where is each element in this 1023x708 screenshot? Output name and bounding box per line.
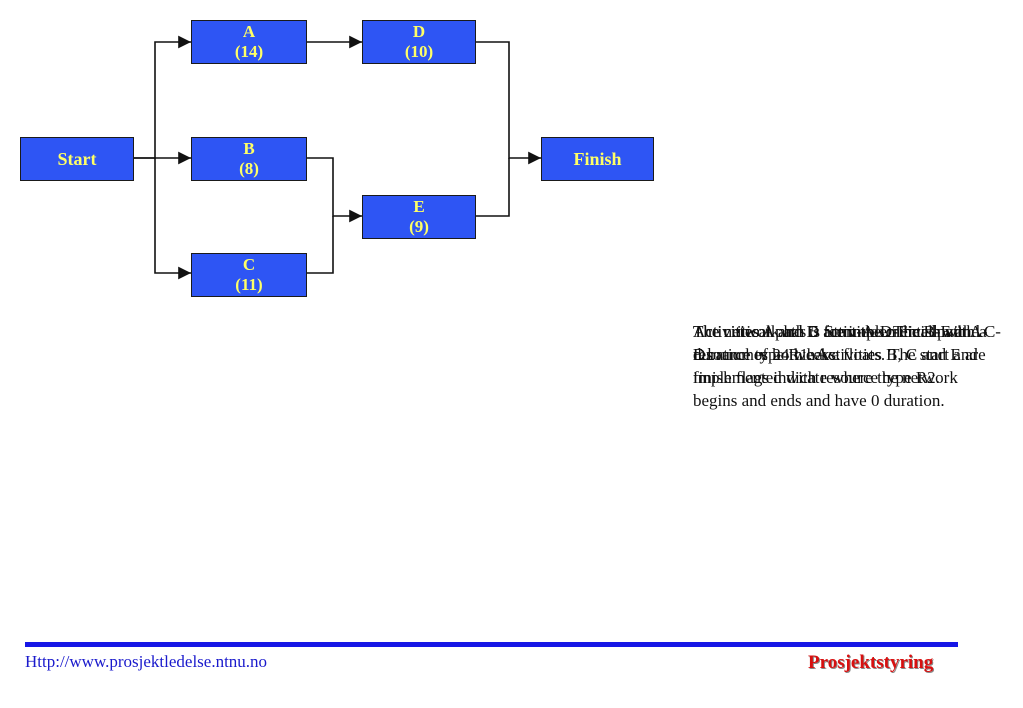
node-e-duration: (9) — [409, 217, 429, 236]
node-d-duration: (10) — [404, 42, 434, 61]
footer-url-link[interactable]: Http://www.prosjektledelse.ntnu.no — [25, 652, 268, 671]
note-1: Activities A and D are implemented with … — [693, 322, 986, 387]
edge-b-e — [306, 157, 362, 223]
overlapping-notes: Activities A and D are implemented with … — [693, 320, 1003, 480]
node-d-name: D — [412, 22, 426, 41]
note-3: The network has 5 activities. The B-E an… — [693, 322, 1001, 410]
node-b-name: B — [243, 139, 255, 158]
node-d: D (10) — [362, 20, 476, 64]
edge-start-c — [154, 158, 191, 280]
node-start-label: Start — [57, 149, 97, 169]
node-finish: Finish — [541, 137, 654, 181]
edge-c-e — [306, 216, 334, 274]
node-finish-label: Finish — [573, 149, 622, 169]
node-b: B (8) — [191, 137, 307, 181]
node-c-name: C — [242, 255, 256, 274]
footer-rule — [25, 642, 958, 647]
node-c: C (11) — [191, 253, 307, 297]
edge-e-finish — [476, 158, 510, 217]
node-e: E (9) — [362, 195, 476, 239]
node-a-duration: (14) — [234, 42, 264, 61]
node-a-name: A — [242, 22, 256, 41]
node-b-duration: (8) — [239, 159, 259, 178]
node-c-duration: (11) — [235, 275, 263, 294]
note-4: Activities A and D form the critical pat… — [693, 322, 988, 364]
edge-start-a — [133, 35, 191, 159]
node-e-name: E — [413, 197, 425, 216]
node-a: A (14) — [191, 20, 307, 64]
edge-d-finish — [476, 41, 541, 165]
node-start: Start — [20, 137, 134, 181]
footer-brand: Prosjektstyring — [808, 652, 934, 673]
note-2: The critical path is Start-A-D-Finish wi… — [693, 322, 987, 364]
